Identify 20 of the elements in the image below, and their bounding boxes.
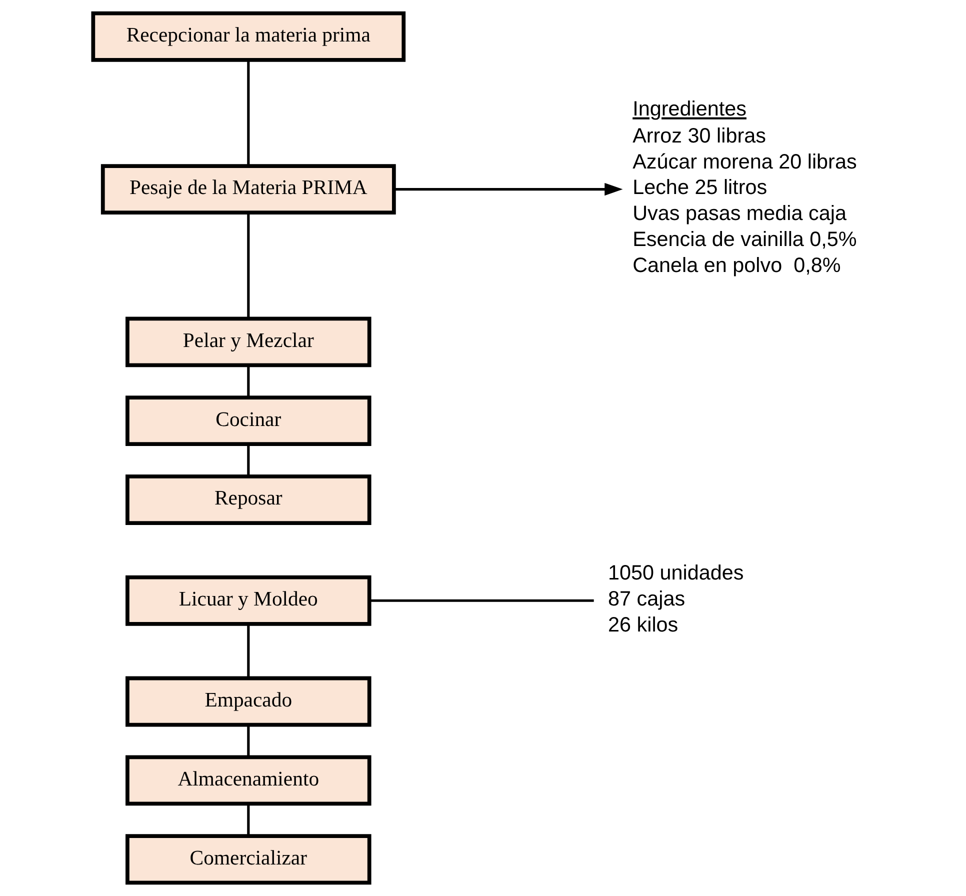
node-box: Empacado (125, 676, 371, 727)
node-box: Almacenamiento (125, 755, 371, 806)
node-box: Comercializar (125, 834, 371, 885)
node-box: Pesaje de la Materia PRIMA (100, 164, 396, 215)
node-text: 1050 unidades 87 cajas 26 kilos (608, 562, 744, 636)
connector (246, 60, 250, 166)
connector (246, 624, 250, 678)
node-box: Recepcionar la materia prima (90, 11, 406, 62)
connector (246, 724, 250, 757)
connector (246, 804, 250, 836)
connector (246, 444, 250, 476)
connector (369, 599, 594, 602)
connector (246, 212, 250, 318)
arrow (394, 182, 622, 196)
node-box: Licuar y Moldeo (125, 575, 371, 626)
node-box: Reposar (125, 474, 371, 525)
node-box: Cocinar (125, 396, 371, 446)
node-box: Pelar y Mezclar (125, 316, 371, 368)
node-text: Ingredientes Arroz 30 libras Azúcar morena 20 libras Leche 25 litros Uvas pasas media caja Esencia de vainilla 0,5% Canela en polvo 0,8% (632, 97, 856, 277)
connector (246, 365, 250, 398)
